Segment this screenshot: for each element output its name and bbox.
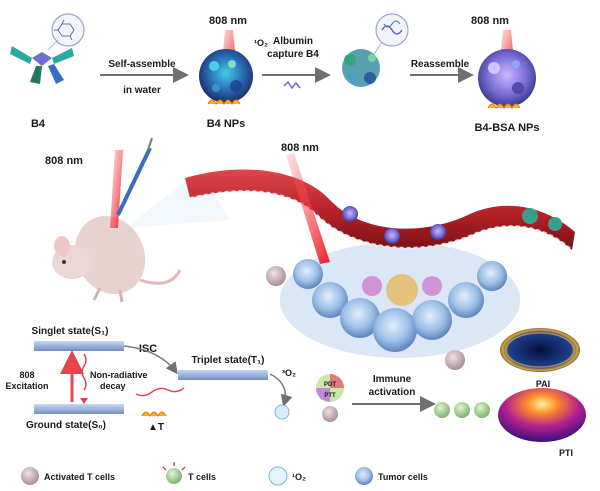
free-b4-fragments <box>283 80 301 90</box>
legend: Activated T cells T cells ¹O₂ Tumor cell… <box>21 462 428 486</box>
b4-bsa-nanoparticle <box>478 30 536 110</box>
legend-item-singlet-oxygen: ¹O₂ <box>268 466 306 486</box>
activated-t-cell <box>266 266 286 286</box>
t-cell <box>474 402 490 418</box>
syringe <box>116 147 152 216</box>
b4-structure-inset <box>51 13 85 47</box>
isc-label: ISC <box>139 343 157 355</box>
nonrad-label-line2: decay <box>100 381 126 391</box>
albumin-cluster <box>342 13 409 87</box>
isc-arrow <box>123 345 178 375</box>
heated-region <box>386 274 418 306</box>
circulating-nanoparticle <box>430 224 446 240</box>
tumor-cell <box>340 298 380 338</box>
legend-label: Tumor cells <box>378 472 428 482</box>
pai-label: PAI <box>536 379 550 389</box>
pti-label: PTI <box>559 448 573 458</box>
t-cell <box>454 402 470 418</box>
in-water-label: in water <box>123 85 161 96</box>
mouse-laser-beam <box>110 150 123 228</box>
heat-release-arrow <box>135 387 185 397</box>
self-assemble-label: Self-assemble <box>108 59 176 70</box>
singlet-state-plate <box>34 341 124 351</box>
legend-item-tumor-cells: Tumor cells <box>355 467 428 485</box>
legend-item-activated-t-cells: Activated T cells <box>21 467 115 485</box>
delta-t-label: ▲T <box>148 422 164 433</box>
immune-activation: PDT PTT Immune activation <box>316 374 490 422</box>
immune-label-line1: Immune <box>373 374 412 385</box>
pdt-label: PDT <box>324 382 336 388</box>
tumor-cell-icon <box>355 467 373 485</box>
tumor-cell <box>293 259 323 289</box>
singlet-oxygen-icon <box>274 404 290 420</box>
activated-t-cell <box>322 406 338 422</box>
albumin-label: Albumin <box>273 36 313 47</box>
capture-b4-label: capture B4 <box>267 49 319 60</box>
tumor-cell <box>412 300 452 340</box>
pti-image <box>498 388 586 442</box>
blood-vessel <box>185 169 575 250</box>
triplet-oxygen-label: ³O₂ <box>282 368 296 378</box>
vessel-laser-beam <box>286 153 330 264</box>
triplet-state-plate <box>178 370 268 380</box>
energy-transfer-arrow <box>269 373 293 407</box>
tumor-cell <box>312 282 348 318</box>
legend-item-t-cells: T cells <box>162 462 216 484</box>
b4-nps-label: B4 NPs <box>207 118 246 130</box>
nonrad-label-line1: Non-radiative <box>90 370 148 380</box>
nonradiative-arrow <box>81 353 87 391</box>
legend-label: Activated T cells <box>44 472 115 482</box>
immune-label-line2: activation <box>369 387 416 398</box>
tumor-cell <box>477 261 507 291</box>
triplet-state-label: Triplet state(T₁) <box>191 355 264 366</box>
b4-nanoparticle: ¹O₂ <box>199 30 268 106</box>
legend-label: ¹O₂ <box>292 472 306 482</box>
legend-label: T cells <box>188 472 216 482</box>
circulating-nanoparticle <box>548 217 562 231</box>
activated-t-cell <box>445 350 465 370</box>
laser-1-label: 808 nm <box>209 15 247 27</box>
reassemble-label: Reassemble <box>411 59 470 70</box>
singlet-state-label: Singlet state(S₁) <box>32 326 109 337</box>
jablonski-diagram: Singlet state(S₁) Ground state(S₀) Tripl… <box>5 326 296 433</box>
ground-state-plate <box>34 404 124 414</box>
b4-molecule <box>10 13 85 84</box>
singlet-oxygen-mark: ¹O₂ <box>254 38 268 48</box>
b4-label: B4 <box>31 118 46 130</box>
tumor-cell <box>373 308 417 352</box>
t-cell <box>434 402 450 418</box>
circulating-nanoparticle <box>522 208 538 224</box>
activated-t-cell-icon <box>21 467 39 485</box>
pai-image <box>500 328 580 372</box>
mouse-laser-label: 808 nm <box>45 155 83 167</box>
singlet-oxygen-icon <box>268 466 288 486</box>
circulating-nanoparticle <box>342 206 358 222</box>
laser-2-label: 808 nm <box>471 15 509 27</box>
heat-flame-2 <box>487 103 521 110</box>
top-process-row: B4 Self-assemble in water ¹O₂ 808 nm B4 … <box>10 13 540 134</box>
excitation-label-line2: Excitation <box>5 381 48 391</box>
b4-bsa-nps-label: B4-BSA NPs <box>475 122 540 134</box>
vessel-laser-label: 808 nm <box>281 142 319 154</box>
tumor-cell <box>448 282 484 318</box>
heat-flame-3 <box>141 411 167 418</box>
heat-flame-1 <box>207 99 241 106</box>
mouse-illustration <box>52 137 230 303</box>
ptt-label: PTT <box>324 393 336 399</box>
t-cell-icon <box>166 468 182 484</box>
circulating-nanoparticle <box>384 228 400 244</box>
ground-state-label: Ground state(S₀) <box>26 420 106 431</box>
excitation-label-line1: 808 <box>19 370 34 380</box>
tumor-vessel-scene <box>185 153 575 370</box>
